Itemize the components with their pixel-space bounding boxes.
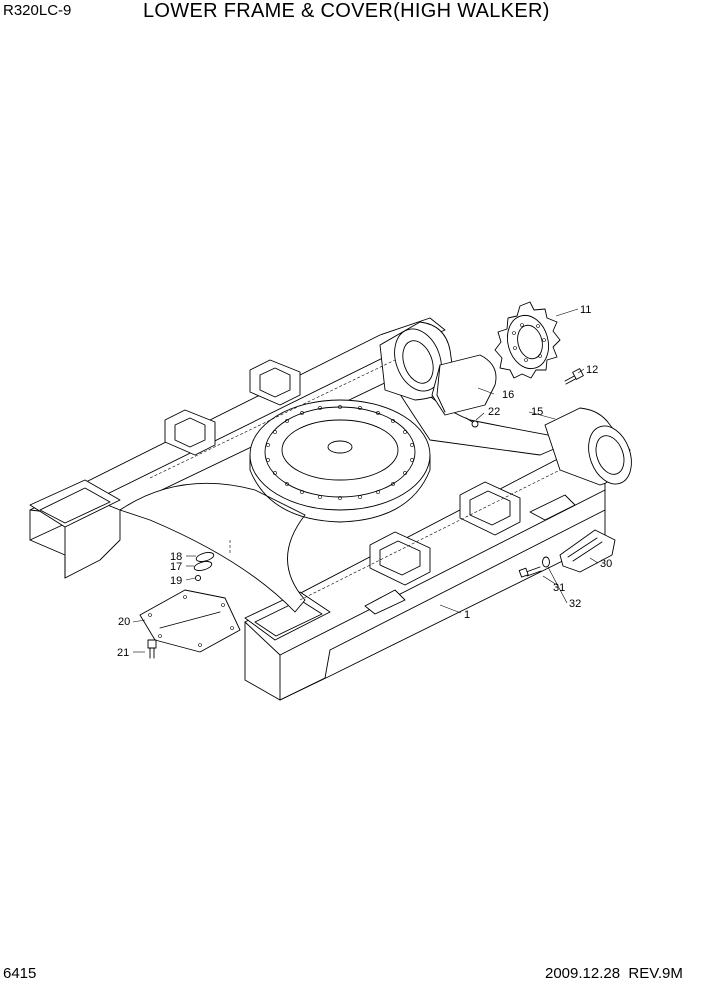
upper-roller-bracket [164,359,301,456]
part-label-19: 19 [170,575,182,587]
motor-cover-plate [431,354,497,416]
part-label-30: 30 [600,558,612,570]
lower-frame [29,317,632,701]
part-label-1: 1 [464,609,470,621]
part-labels: 11 12 15 16 22 18 17 19 20 21 1 30 32 31 [117,304,612,659]
part-label-16: 16 [502,389,514,401]
page-number: 6415 [3,965,37,982]
part-label-20: 22 [488,406,500,418]
sprocket [494,301,561,379]
part-label-12: 12 [586,364,598,376]
part-label-22: 21 [117,647,129,659]
part-label-15: 15 [531,406,543,418]
part-label-11: 11 [580,304,591,316]
step-handle [364,494,616,615]
model-number: R320LC-9 [3,2,72,19]
step-bolt-washer [518,556,550,578]
part-label-21: 20 [118,616,130,628]
part-label-32: 32 [569,598,581,610]
page-title: LOWER FRAME & COVER(HIGH WALKER) [143,0,550,22]
leader-lines [132,308,599,653]
upper-roller-bracket [369,481,521,586]
part-label-17: 17 [170,561,182,573]
part-label-18: 18 [170,551,182,563]
shim-set [193,552,215,582]
under-cover-bolt [147,639,157,659]
under-cover-plate [139,589,241,653]
cover-bolt [465,417,479,428]
part-label-31: 31 [553,582,565,594]
date-revision: 2009.12.28 REV.9M [545,965,683,982]
